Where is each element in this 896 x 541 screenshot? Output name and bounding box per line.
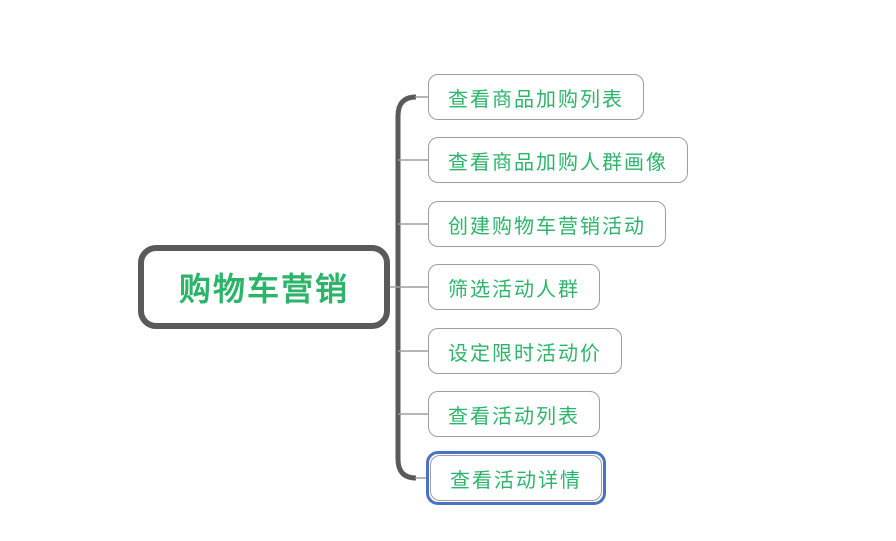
root-node-label: 购物车营销 <box>178 271 349 307</box>
child-node-label: 查看商品加购人群画像 <box>448 151 668 174</box>
child-node-label: 查看活动详情 <box>450 469 582 492</box>
selected-node-outline: 查看活动详情 <box>426 451 606 505</box>
child-node-set-limited-price[interactable]: 设定限时活动价 <box>428 328 622 374</box>
child-node-view-add-to-cart-list[interactable]: 查看商品加购列表 <box>428 74 644 120</box>
child-node-view-add-to-cart-audience[interactable]: 查看商品加购人群画像 <box>428 137 688 183</box>
child-node-label: 设定限时活动价 <box>448 342 602 365</box>
child-node-label: 筛选活动人群 <box>448 278 580 301</box>
child-node-label: 查看活动列表 <box>448 405 580 428</box>
child-node-filter-audience[interactable]: 筛选活动人群 <box>428 264 600 310</box>
child-node-view-campaign-list[interactable]: 查看活动列表 <box>428 391 600 437</box>
root-node[interactable]: 购物车营销 <box>138 245 390 329</box>
branch-spine <box>395 94 417 481</box>
child-node-label: 创建购物车营销活动 <box>448 215 646 238</box>
child-node-create-campaign[interactable]: 创建购物车营销活动 <box>428 201 666 247</box>
child-node-label: 查看商品加购列表 <box>448 88 624 111</box>
child-node-view-campaign-detail[interactable]: 查看活动详情 <box>430 455 602 501</box>
